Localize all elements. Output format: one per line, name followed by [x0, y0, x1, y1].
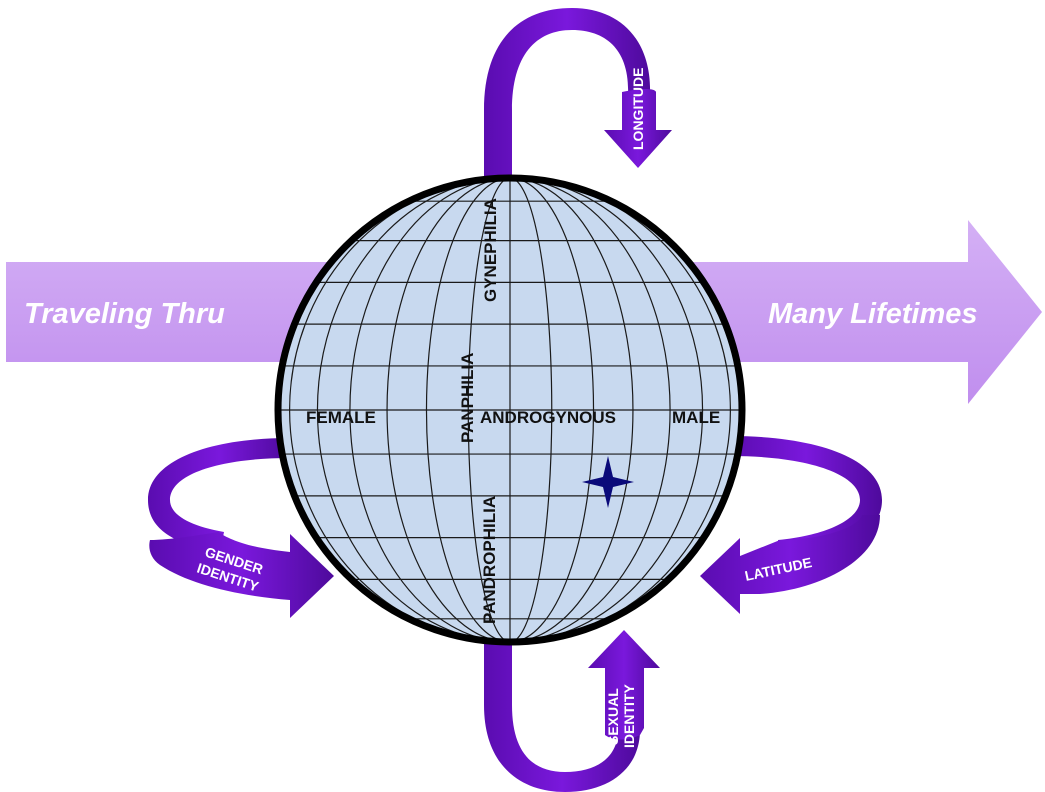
label-panphilia: PANPHILIA	[458, 353, 477, 443]
sexual-identity-label-line1: SEXUAL	[605, 688, 621, 745]
band-right-text: Many Lifetimes	[768, 298, 978, 330]
band-left-text: Traveling Thru	[24, 298, 225, 330]
longitude-label: LONGITUDE	[630, 68, 646, 150]
label-gynephilia: GYNEPHILIA	[481, 198, 500, 302]
label-pandrophilia: PANDROPHILIA	[480, 496, 499, 624]
label-male: MALE	[672, 408, 720, 427]
sexual-identity-label-line2: IDENTITY	[621, 684, 637, 748]
label-female: FEMALE	[306, 408, 376, 427]
label-androgynous: ANDROGYNOUS	[480, 408, 616, 427]
